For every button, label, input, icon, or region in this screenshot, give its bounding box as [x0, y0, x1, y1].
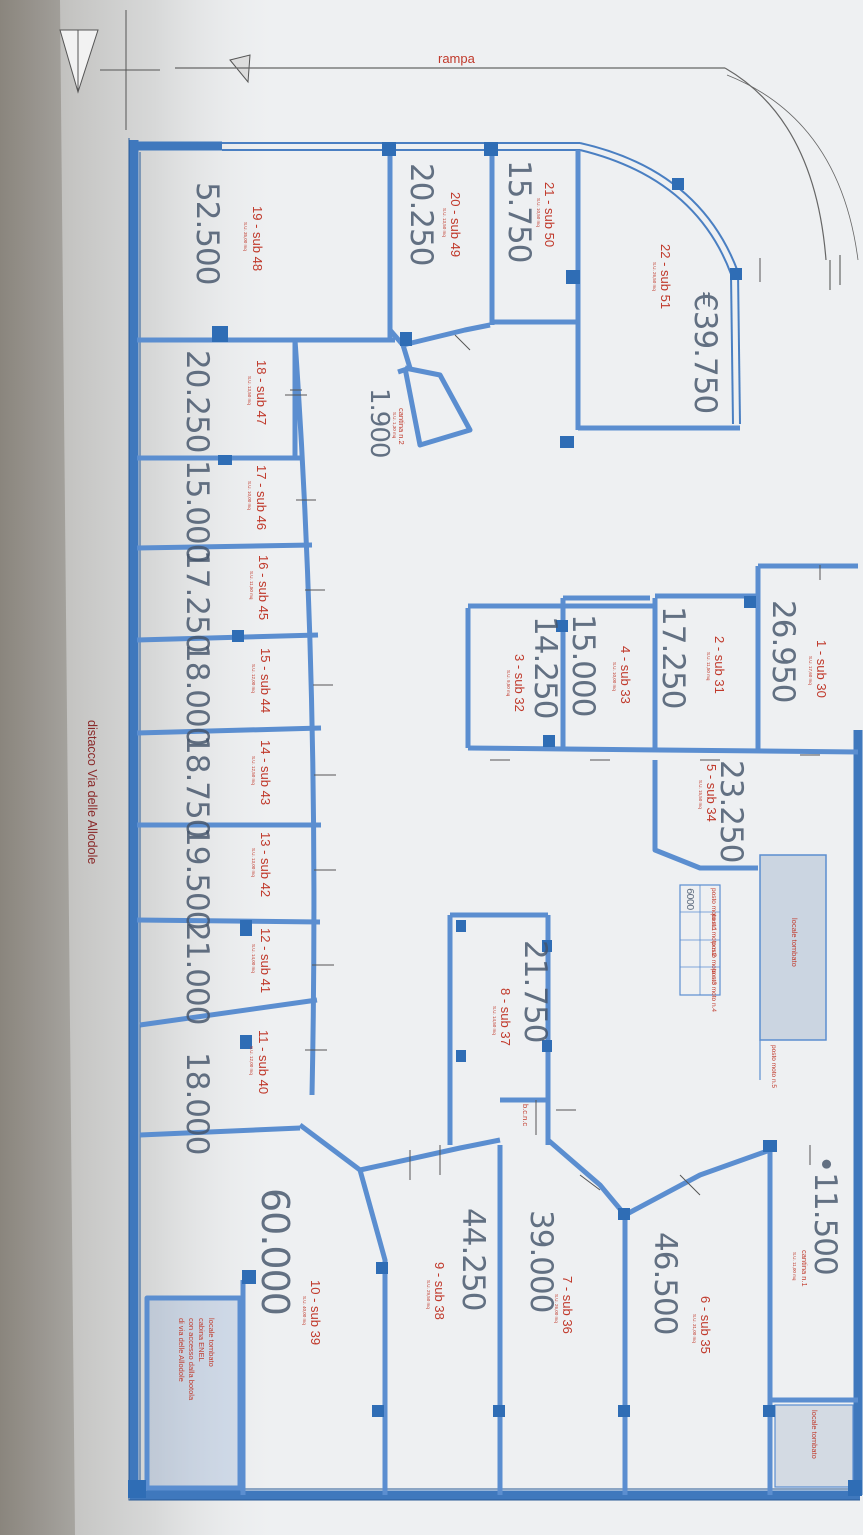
moto-price: 6000	[684, 888, 695, 910]
unit-10-area: S.U. 40,00 mq	[302, 1296, 307, 1325]
unit-5-price: 23.250	[713, 760, 749, 863]
unit-19-area: S.U. 35,00 mq	[243, 222, 248, 251]
unit-19-label: 19 - sub 48	[250, 206, 265, 272]
unit-22-area: S.U. 26,50 mq	[652, 262, 657, 291]
street-label: distacco Via delle Allodole	[85, 720, 99, 865]
unit-19-price: 52.500	[189, 182, 225, 285]
unit-17-area: S.U. 10,00 mq	[247, 481, 252, 510]
unit-3-area: S.U. 9,50 mq	[506, 670, 511, 697]
unit-12-price: 21.000	[179, 922, 215, 1025]
unit-14-label: 14 - sub 43	[258, 740, 273, 806]
unit-1-area: S.U. 17,60 mq	[808, 656, 813, 685]
unit-10-price: 60.000	[253, 1188, 297, 1315]
unit-11-price: 18.000	[179, 1052, 215, 1155]
unit-6-area: S.U. 31,00 mq	[692, 1314, 697, 1343]
unit-12-label: 12 - sub 41	[258, 928, 273, 994]
unit-16-price: 17.250	[179, 550, 215, 653]
unit-18-price: 20.250	[179, 350, 215, 453]
unit-7-label: 7 - sub 36	[560, 1276, 575, 1334]
unit-8-price: 21.750	[517, 940, 553, 1043]
unit-13-area: S.U. 13,00 mq	[251, 848, 256, 877]
cantina-2-price: 1.900	[364, 388, 394, 458]
cantina-1-area: S.U. 11,00 mq	[792, 1252, 797, 1281]
unit-8-area: S.U. 14,50 mq	[492, 1006, 497, 1035]
unit-12-area: S.U. 14,00 mq	[251, 944, 256, 973]
unit-2-label: 2 - sub 31	[712, 636, 727, 694]
unit-2-area: S.U. 11,50 mq	[706, 652, 711, 681]
unit-18-label: 18 - sub 47	[254, 360, 269, 426]
unit-16-area: S.U. 11,50 mq	[249, 571, 254, 600]
unit-20-label: 20 - sub 49	[448, 192, 463, 258]
unit-5-area: S.U. 15,50 mq	[698, 780, 703, 809]
unit-3-price: 14.250	[527, 616, 563, 719]
unit-4-area: S.U. 10,00 mq	[612, 662, 617, 691]
unit-14-area: S.U. 12,50 mq	[251, 756, 256, 785]
unit-10-label: 10 - sub 39	[308, 1280, 323, 1346]
unit-8-label: 8 - sub 37	[498, 988, 513, 1046]
unit-2-price: 17.250	[655, 606, 691, 709]
unit-13-price: 19.500	[179, 827, 215, 930]
cantina-1-price: •11.500	[807, 1155, 843, 1275]
structural-pillars	[128, 142, 862, 1498]
unit-16-label: 16 - sub 45	[256, 555, 271, 621]
unit-18-area: S.U. 13,50 mq	[247, 376, 252, 405]
unit-20-area: S.U. 13,50 mq	[442, 208, 447, 237]
unit-7-price: 39.000	[523, 1210, 559, 1313]
unit-9-price: 44.250	[455, 1208, 491, 1311]
enel-line-3: con accesso dalla botola	[187, 1318, 196, 1401]
unit-11-label: 11 - sub 40	[256, 1030, 271, 1095]
unit-4-label: 4 - sub 33	[618, 646, 633, 704]
unit-9-label: 9 - sub 38	[432, 1262, 447, 1320]
unit-11-area: S.U. 12,00 mq	[249, 1046, 254, 1075]
cantina-2-label: cantina n.2	[397, 408, 406, 445]
locale-tombato-bottom-label: locale tombato	[810, 1410, 819, 1459]
unit-15-label: 15 - sub 44	[258, 648, 273, 714]
inner-walls	[136, 150, 859, 1495]
unit-17-price: 15.000	[179, 460, 215, 563]
ramp-outline	[175, 67, 859, 290]
unit-1-price: 26.950	[765, 600, 801, 703]
unit-4-price: 15.000	[565, 614, 601, 717]
enel-line-4: di via delle Allodole	[177, 1318, 186, 1382]
enel-line-2: cabina ENEL	[197, 1318, 206, 1362]
door-marks	[285, 258, 821, 1196]
unit-22-label: 22 - sub 51	[658, 244, 673, 310]
unit-21-price: 15.750	[501, 160, 537, 263]
ramp-label: rampa	[438, 51, 475, 66]
moto-4-label: posto moto n.4	[710, 969, 717, 1012]
unit-6-price: 46.500	[647, 1232, 683, 1335]
unit-15-area: S.U. 12,00 mq	[251, 664, 256, 693]
unit-15-price: 18.000	[179, 643, 215, 746]
outer-walls	[129, 140, 863, 1500]
unit-14-price: 18.750	[179, 735, 215, 838]
enel-line-1: locale tombato	[207, 1318, 216, 1367]
glazed-front	[222, 142, 741, 425]
bcnc-label: b.c.n.c	[521, 1104, 530, 1127]
unit-22-price: €39.750	[687, 292, 723, 414]
unit-20-price: 20.250	[403, 163, 439, 266]
unit-13-label: 13 - sub 42	[258, 832, 273, 898]
unit-3-label: 3 - sub 32	[512, 654, 527, 712]
unit-17-label: 17 - sub 46	[254, 465, 269, 531]
unit-21-label: 21 - sub 50	[542, 182, 557, 248]
unit-1-label: 1 - sub 30	[814, 640, 829, 698]
moto-5-label: posto moto n.5	[770, 1045, 777, 1088]
locale-tombato-mid-label: locale tombato	[790, 918, 799, 967]
moto-parking-area	[679, 854, 854, 1488]
unit-9-area: S.U. 29,50 mq	[426, 1280, 431, 1309]
unit-6-label: 6 - sub 35	[698, 1296, 713, 1354]
